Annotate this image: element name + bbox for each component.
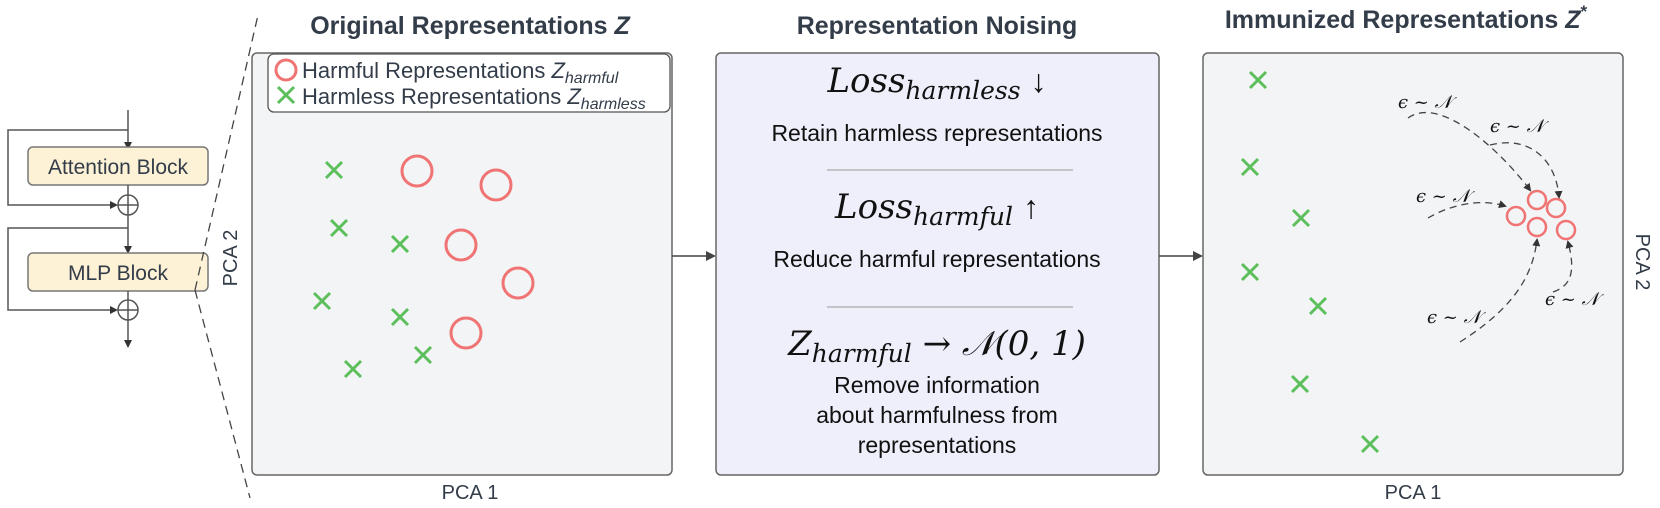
immunized-panel-title: Immunized Representations Z* <box>1225 2 1588 34</box>
harmless-point <box>1240 262 1260 282</box>
zoom-line <box>194 289 251 499</box>
noise-label: ϵ ~ 𝒩 <box>1545 289 1605 310</box>
harmless-point <box>413 345 433 365</box>
noise-arrow <box>1427 200 1507 219</box>
harmless-point <box>1240 157 1260 177</box>
harmless-point <box>1290 374 1310 394</box>
legend: Harmful Representations Zharmful Harmles… <box>267 53 671 113</box>
original-x-axis-label: PCA 1 <box>442 482 499 504</box>
harmless-point <box>390 234 410 254</box>
harmless-point <box>343 359 363 379</box>
harmless-legend-marker <box>276 85 296 105</box>
noise-label: ϵ ~ 𝒩 <box>1416 186 1476 207</box>
immunized-y-axis-label: PCA 2 <box>1631 234 1653 291</box>
noise-arrows <box>1407 111 1574 343</box>
mlp-block <box>27 252 209 292</box>
noise-description-line2: about harmfulness from <box>816 402 1058 428</box>
harmful-points <box>1505 189 1577 241</box>
attention-block <box>27 146 209 186</box>
noise-arrow <box>1407 111 1532 192</box>
harmless-points <box>312 160 433 379</box>
noising-box <box>715 52 1160 476</box>
harmless-legend-label: Harmless Representations Zharmless <box>302 84 646 113</box>
residual-connection <box>7 227 128 314</box>
harmless-point <box>1291 208 1311 228</box>
harmful-point <box>1526 216 1548 238</box>
attention-block-label: Attention Block <box>48 156 189 179</box>
harmless-point <box>390 307 410 327</box>
noise-label: ϵ ~ 𝒩 <box>1427 307 1487 328</box>
loss-harmless-formula: Lossharmless↓ <box>826 61 1046 105</box>
harmful-point <box>1555 219 1577 241</box>
zoom-line <box>194 14 259 291</box>
harmless-point <box>329 218 349 238</box>
noise-arrow <box>1552 240 1574 293</box>
harmful-point <box>1526 189 1548 211</box>
harmful-point <box>444 228 478 262</box>
loss-harmful-description: Reduce harmful representations <box>773 246 1100 272</box>
harmful-legend-marker <box>274 58 298 82</box>
noise-description-line3: representations <box>858 432 1017 458</box>
harmless-point <box>1360 434 1380 454</box>
noise-label: ϵ ~ 𝒩 <box>1398 92 1458 113</box>
add-operator-icon <box>117 194 139 216</box>
immunized-plot-area <box>1202 52 1624 476</box>
harmful-point <box>1545 197 1567 219</box>
harmful-point <box>1505 205 1527 227</box>
harmful-point <box>449 316 483 350</box>
original-plot-area <box>251 52 673 476</box>
add-operator-icon <box>117 299 139 321</box>
harmful-point <box>501 266 535 300</box>
transformer-diagram: Attention Block MLP Block <box>7 110 209 348</box>
mlp-block-label: MLP Block <box>68 262 168 285</box>
harmful-point <box>400 154 434 188</box>
original-representations-panel: Original Representations Z PCA 1 PCA 2 H… <box>220 12 673 504</box>
representation-noising-panel: Representation Noising Lossharmless↓ Ret… <box>715 12 1160 476</box>
loss-harmful-formula: Lossharmful↑ <box>834 187 1039 231</box>
original-panel-title: Original Representations Z <box>310 12 631 40</box>
noise-label: ϵ ~ 𝒩 <box>1490 116 1550 137</box>
harmless-point <box>324 160 344 180</box>
legend-box <box>267 53 671 113</box>
harmful-legend-label: Harmful Representations Zharmful <box>302 58 619 87</box>
harmless-point <box>1248 70 1268 90</box>
harmless-points <box>1240 70 1380 454</box>
immunized-x-axis-label: PCA 1 <box>1385 482 1442 504</box>
noise-mapping-formula: Zharmful → 𝒩(0, 1) <box>787 324 1086 368</box>
noise-arrow <box>1489 142 1563 199</box>
residual-connection <box>7 129 128 209</box>
harmless-point <box>312 291 332 311</box>
noise-description-line1: Remove information <box>834 372 1040 398</box>
loss-harmless-description: Retain harmless representations <box>771 120 1102 146</box>
harmless-point <box>1308 296 1328 316</box>
harmful-points <box>400 154 535 350</box>
immunized-representations-panel: Immunized Representations Z* PCA 1 PCA 2 <box>1202 2 1653 504</box>
harmful-point <box>479 168 513 202</box>
original-y-axis-label: PCA 2 <box>220 230 242 287</box>
noise-arrow <box>1459 238 1541 343</box>
noising-panel-title: Representation Noising <box>797 12 1078 40</box>
